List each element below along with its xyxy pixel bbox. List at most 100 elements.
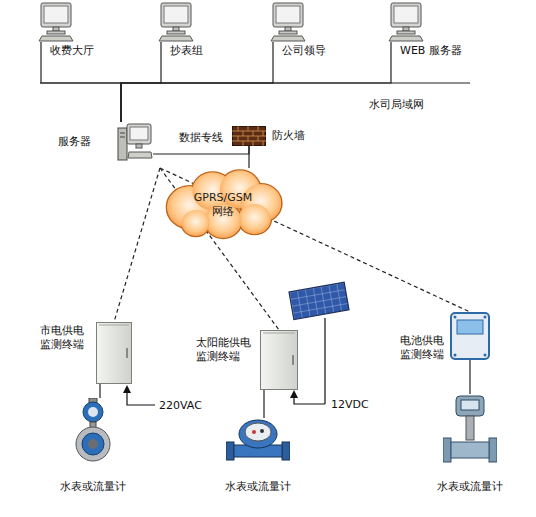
connector-line xyxy=(248,146,249,168)
graphic-part xyxy=(456,396,484,416)
node-label: 水表或流量计 xyxy=(437,480,503,494)
connector-line xyxy=(121,42,273,122)
graphic-part xyxy=(292,355,294,365)
connector-line xyxy=(121,42,391,122)
meter-icon xyxy=(226,418,290,464)
graphic-part xyxy=(226,418,290,464)
connector-line xyxy=(469,360,470,394)
graphic-part xyxy=(99,325,129,326)
node-pc: 收费大厅 xyxy=(38,2,94,58)
node-label: GPRS/GSM 网络 xyxy=(187,191,259,220)
graphic-part xyxy=(53,27,59,31)
node-pc: 抄表组 xyxy=(158,2,203,58)
graphic-part xyxy=(239,420,277,448)
graphic-part xyxy=(88,407,98,417)
graphic-part xyxy=(226,442,234,460)
graphic-part xyxy=(120,137,125,138)
graphic-part xyxy=(289,282,349,319)
terminal-box xyxy=(260,330,298,390)
graphic-part xyxy=(38,2,74,42)
free-label: 220VAC xyxy=(158,399,203,412)
graphic-part xyxy=(164,6,188,23)
dc-arrow xyxy=(294,394,325,404)
graphic-part xyxy=(97,323,132,384)
node-fw: 防火墙 xyxy=(232,126,305,146)
connector-line xyxy=(263,390,264,418)
graphic-part xyxy=(47,31,65,34)
meter-icon xyxy=(70,398,116,462)
graphic-part xyxy=(451,442,489,458)
graphic-part xyxy=(96,322,132,384)
computer-icon xyxy=(388,2,424,42)
graphic-part xyxy=(388,2,424,42)
graphic-part xyxy=(279,31,297,34)
free-label: 12VDC xyxy=(330,398,370,411)
graphic-part xyxy=(271,36,305,41)
terminal-box xyxy=(96,322,132,384)
graphic-part xyxy=(83,402,103,422)
graphic-part xyxy=(128,152,152,158)
graphic-part xyxy=(261,331,298,390)
graphic-part xyxy=(273,3,303,27)
graphic-part xyxy=(126,348,128,358)
computer-icon xyxy=(270,2,306,42)
wireless-link xyxy=(114,168,160,322)
meter-icon xyxy=(443,394,497,466)
graphic-part xyxy=(443,438,451,462)
graphic-part xyxy=(260,330,298,390)
graphic-part xyxy=(127,124,151,144)
graphic-part xyxy=(166,170,282,239)
solar-panel xyxy=(289,282,349,319)
graphic-part xyxy=(239,204,271,234)
node-srv: 服务器 xyxy=(58,122,153,162)
node-cloud: GPRS/GSM 网络 xyxy=(160,168,286,242)
node-meter: 水表或流量计 xyxy=(225,418,291,494)
graphic-part xyxy=(391,3,421,27)
terminal-box xyxy=(450,312,490,360)
node-label: 公司领导 xyxy=(270,44,326,58)
node-label: 水表或流量计 xyxy=(225,480,291,494)
graphic-part xyxy=(41,3,71,27)
node-label: 防火墙 xyxy=(272,129,305,143)
graphic-part xyxy=(443,394,497,466)
graphic-part xyxy=(252,430,256,434)
graphic-part xyxy=(263,333,295,334)
graphic-part xyxy=(260,429,264,433)
graphic-part xyxy=(233,127,266,146)
node-meter: 水表或流量计 xyxy=(437,394,503,494)
graphic-part xyxy=(39,36,73,41)
graphic-part xyxy=(167,31,185,34)
graphic-part xyxy=(76,427,110,461)
edge-label: 数据专线 xyxy=(178,130,224,145)
graphic-part xyxy=(245,423,271,441)
graphic-part xyxy=(117,122,153,162)
connector-line xyxy=(153,146,249,154)
node-label: WEB 服务器 xyxy=(388,44,462,58)
graphic-part xyxy=(451,313,489,359)
graphic-part xyxy=(182,210,210,236)
node-label: 市电供电 监测终端 xyxy=(40,324,92,353)
node-label: 抄表组 xyxy=(158,44,203,58)
graphic-part xyxy=(282,442,290,460)
node-term: 太阳能供电 监测终端 xyxy=(196,330,298,390)
graphic-part xyxy=(454,354,457,357)
computer-icon xyxy=(38,2,74,42)
node-pc: 公司领导 xyxy=(270,2,326,58)
node-label: 太阳能供电 监测终端 xyxy=(196,336,256,365)
graphic-part xyxy=(232,126,266,146)
node-pc: WEB 服务器 xyxy=(388,2,462,58)
node-label: 服务器 xyxy=(58,135,91,149)
graphic-part xyxy=(454,316,457,319)
node-meter: 水表或流量计 xyxy=(60,398,126,494)
graphic-part xyxy=(484,316,487,319)
graphic-part xyxy=(158,2,194,42)
graphic-part xyxy=(450,312,490,360)
graphic-part xyxy=(276,6,300,23)
firewall-icon xyxy=(232,126,266,146)
graphic-part xyxy=(489,438,497,462)
graphic-part xyxy=(270,2,306,42)
graphic-part xyxy=(285,27,291,31)
graphic-part xyxy=(403,27,409,31)
graphic-part xyxy=(394,6,418,23)
graphic-part xyxy=(173,27,179,31)
